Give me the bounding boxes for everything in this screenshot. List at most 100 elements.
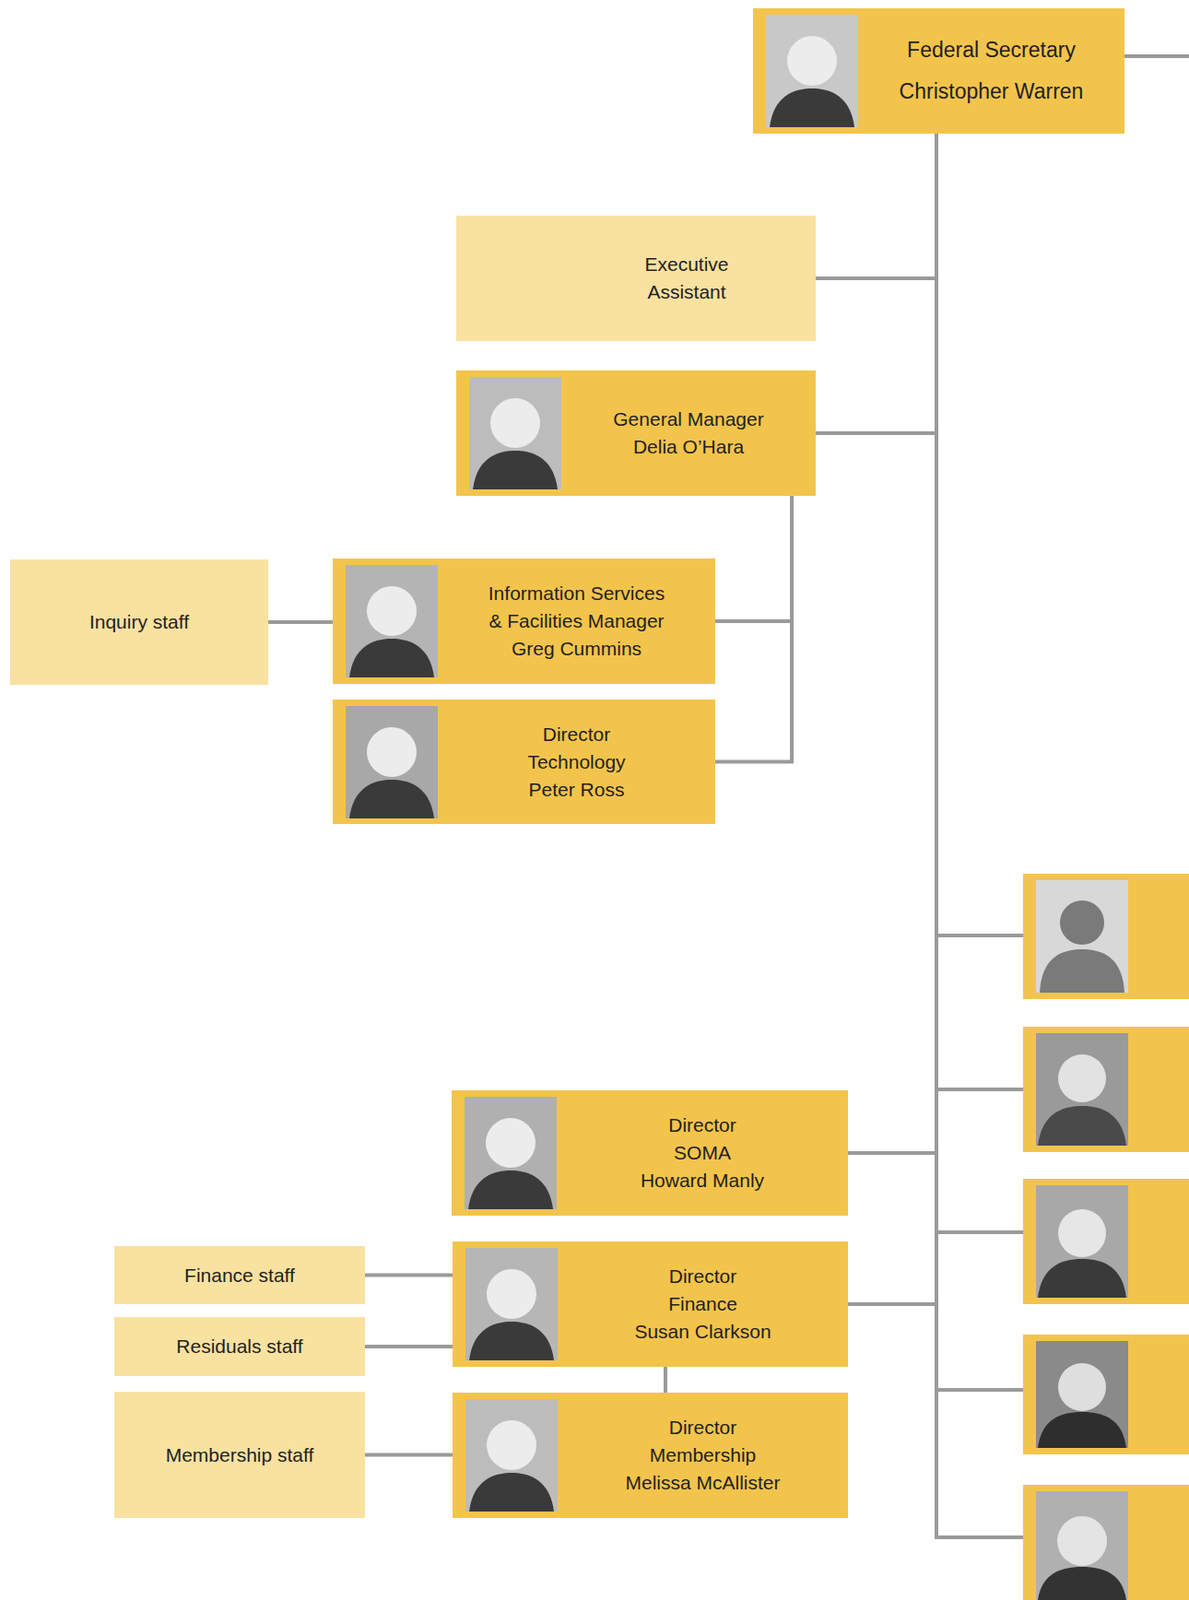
reporting-line: [663, 1366, 668, 1393]
photo-ground: [469, 376, 562, 490]
portrait-face: [1057, 1516, 1107, 1566]
person-name: Susan Clarkson: [634, 1318, 771, 1346]
branch-line: [934, 1535, 1024, 1540]
role-title: Finance staff: [184, 1261, 295, 1290]
portrait-face: [366, 586, 417, 636]
portrait-face: [366, 727, 417, 777]
branch-line: [936, 1230, 1024, 1235]
portrait-photo: [765, 14, 859, 128]
person-name: Greg Cummins: [511, 635, 642, 663]
portrait-photo: [1035, 1491, 1129, 1600]
photo-ground: [464, 1096, 557, 1210]
photo-ground: [765, 14, 859, 128]
branch-line: [936, 1388, 1024, 1392]
spine-lines: [934, 56, 1189, 1540]
staff-box: General ManagerDelia O’Hara: [456, 370, 816, 496]
portrait-body: [1037, 1566, 1127, 1600]
reporting-line: [364, 1273, 453, 1278]
portrait-face: [1058, 1209, 1107, 1258]
person-name: Christopher Warren: [899, 76, 1084, 107]
person-name: Peter Ross: [529, 776, 625, 804]
person-name: Melissa McAllister: [624, 1469, 780, 1497]
portrait-face: [486, 1420, 537, 1471]
portrait-photo: [465, 1399, 558, 1512]
role-box: Executive Assistant: [456, 215, 816, 342]
branch-line: [936, 1087, 1024, 1092]
portrait-body: [1037, 1412, 1127, 1448]
role-title: Executive Assistant: [644, 250, 729, 307]
cropped-box: [1023, 1334, 1189, 1455]
portrait-photo: [345, 565, 438, 678]
portrait-face: [490, 398, 541, 448]
role-title: Director Membership: [649, 1413, 757, 1470]
portrait-body: [1037, 1259, 1127, 1298]
portrait-face: [485, 1118, 536, 1168]
portrait-face: [1058, 1363, 1107, 1412]
cropped-box: [1023, 1026, 1189, 1153]
reporting-line: [364, 1344, 453, 1349]
photo-ground: [465, 1247, 558, 1361]
role-title: Director Technology: [527, 720, 625, 777]
reporting-line: [715, 495, 792, 622]
role-title: Inquiry staff: [89, 608, 189, 636]
reporting-line: [364, 1453, 453, 1458]
role-box: Residuals staff: [114, 1317, 365, 1377]
staff-box: Director MembershipMelissa McAllister: [452, 1392, 848, 1519]
role-title: Federal Secretary: [906, 35, 1076, 66]
person-name: Howard Manly: [640, 1166, 765, 1195]
role-box: Inquiry staff: [10, 559, 269, 685]
portrait-photo: [469, 376, 562, 490]
cropped-boxes: [1023, 873, 1189, 1600]
portrait-body: [1037, 1106, 1127, 1146]
reporting-line: [815, 133, 937, 279]
photo-ground: [345, 706, 438, 819]
portrait-silhouette: [1059, 900, 1105, 945]
portrait-photo: [345, 706, 438, 819]
role-title: Director SOMA: [668, 1111, 737, 1167]
role-title: Membership staff: [165, 1441, 315, 1470]
reporting-line: [847, 133, 937, 1154]
portrait-body: [349, 779, 435, 819]
portrait-face: [486, 1269, 537, 1319]
portrait-photo: [1035, 1033, 1129, 1146]
role-title: General Manager: [612, 405, 764, 434]
reporting-line: [847, 133, 937, 1305]
role-box: Finance staff: [114, 1246, 365, 1305]
reporting-line: [715, 495, 792, 763]
portrait-body: [349, 638, 435, 678]
staff-box: Director FinanceSusan Clarkson: [452, 1241, 848, 1367]
portrait-photo: [464, 1096, 557, 1210]
portrait-photo: [1035, 1341, 1129, 1448]
staff-box: Federal SecretaryChristopher Warren: [753, 8, 1125, 134]
offpage-line: [1124, 54, 1189, 59]
role-title: Director Finance: [668, 1262, 738, 1319]
role-title: Information Services & Facilities Manage…: [484, 579, 670, 636]
portrait-body: [468, 1170, 554, 1210]
portrait-body: [469, 1321, 554, 1361]
photo-ground: [345, 565, 438, 678]
portrait-photo: [465, 1247, 558, 1361]
cropped-box: [1023, 1178, 1189, 1305]
role-title: Residuals staff: [176, 1332, 303, 1361]
staff-box: Information Services & Facilities Manage…: [332, 558, 716, 684]
portrait-body: [469, 1472, 554, 1512]
portrait-body: [769, 88, 855, 128]
person-name: Delia O’Hara: [633, 433, 744, 461]
staff-box: Director SOMAHoward Manly: [451, 1090, 848, 1216]
reporting-line: [268, 620, 333, 624]
cropped-box: [1023, 1484, 1189, 1600]
cropped-box: [1023, 873, 1189, 1000]
branch-line: [936, 933, 1024, 938]
staff-box: Director TechnologyPeter Ross: [332, 699, 716, 825]
portrait-face: [787, 35, 837, 86]
portrait-photo: [1035, 1185, 1129, 1298]
portrait-body: [472, 450, 558, 490]
reporting-line: [815, 133, 937, 434]
role-box: Membership staff: [114, 1391, 365, 1519]
portrait-photo: [1035, 880, 1129, 993]
portrait-silhouette: [1039, 949, 1125, 993]
portrait-face: [1058, 1054, 1107, 1103]
photo-ground: [465, 1399, 558, 1512]
